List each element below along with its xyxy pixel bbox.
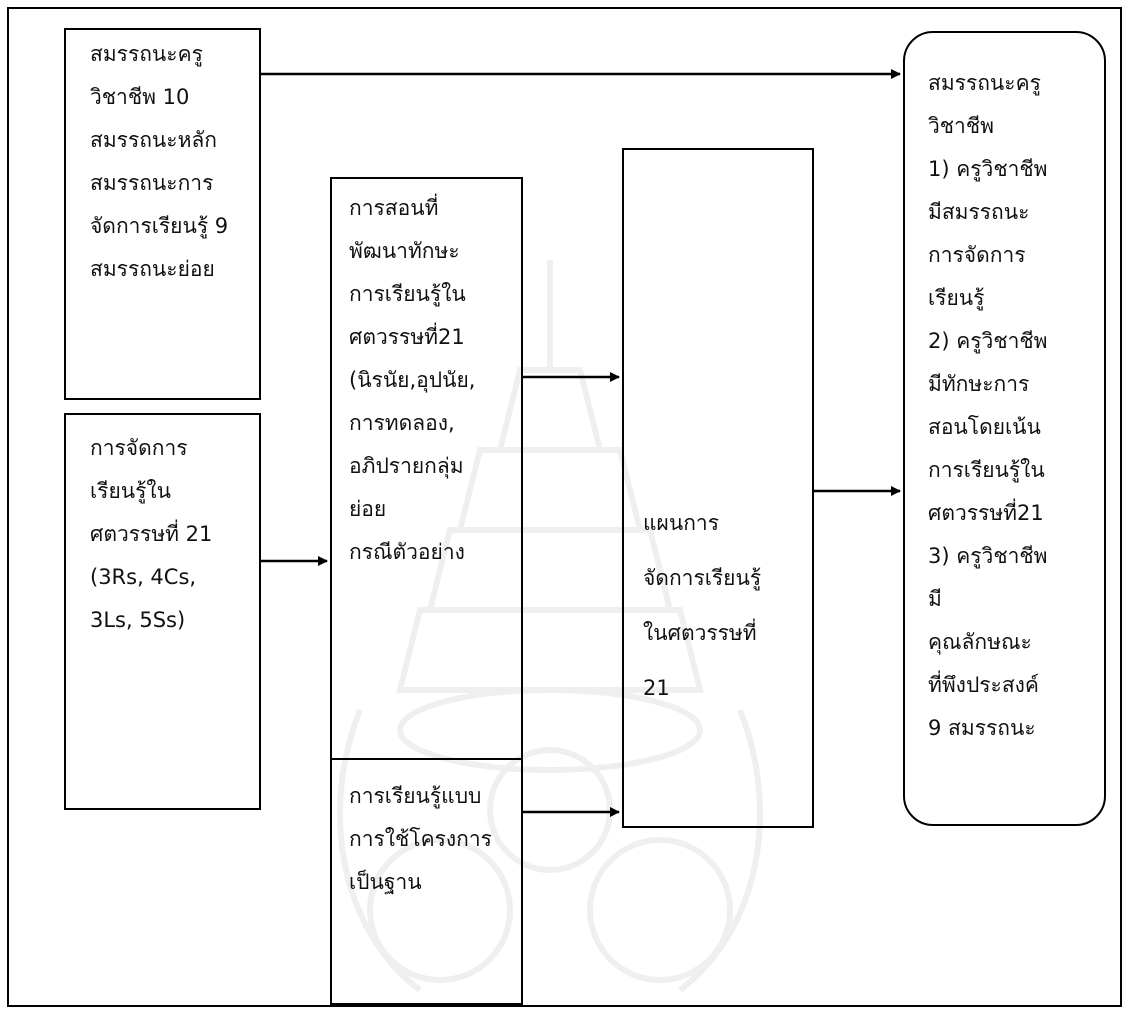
competency-10-text: สมรรถนะครู วิชาชีพ 10 สมรรถนะหลัก สมรรถน… — [90, 42, 229, 281]
project-based-box — [330, 758, 523, 1005]
learning-plan-box — [622, 148, 814, 828]
competency-10-box — [64, 28, 261, 400]
outcome-box — [903, 31, 1106, 826]
21c-learning-box — [64, 413, 261, 810]
teaching-skills-text: การสอนที่ พัฒนาทักษะ การเรียนรู้ใน ศตวรร… — [349, 196, 476, 564]
university-emblem-watermark — [337, 260, 763, 993]
project-based-text: การเรียนรู้แบบ การใช้โครงการ เป็นฐาน — [349, 784, 492, 894]
21c-learning-text: การจัดการ เรียนรู้ใน ศตวรรษที่ 21 (3Rs, … — [90, 436, 213, 632]
outcome-text: สมรรถนะครู วิชาชีพ 1) ครูวิชาชีพ มีสมรรถ… — [928, 71, 1048, 740]
learning-plan-text: แผนการ จัดการเรียนรู้ ในศตวรรษที่ 21 — [643, 511, 762, 700]
